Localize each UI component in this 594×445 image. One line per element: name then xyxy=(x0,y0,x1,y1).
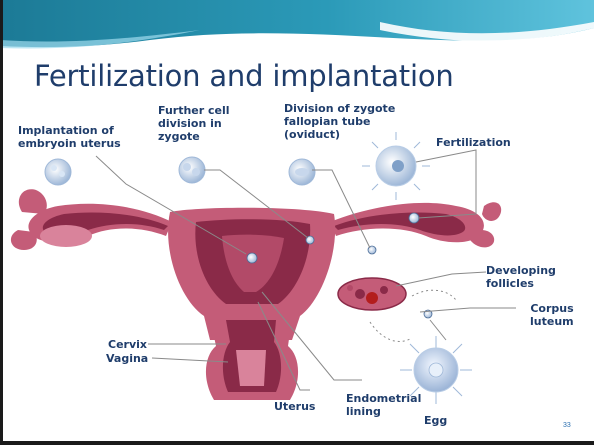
label-vagina: Vagina xyxy=(106,352,148,365)
label-uterus: Uterus xyxy=(274,400,315,413)
embryo-stage-icon xyxy=(45,159,71,185)
morula-stage-icon xyxy=(179,157,205,183)
label-developing-follicles: Developingfollicles xyxy=(486,264,556,290)
left-fallopian-tube xyxy=(11,189,172,250)
label-cervix: Cervix xyxy=(108,338,147,351)
right-ovary xyxy=(338,278,406,310)
label-corpus-luteum: Corpusluteum xyxy=(530,302,574,328)
label-egg: Egg xyxy=(424,414,447,427)
cervix-vagina xyxy=(206,318,298,400)
label-endometrial-lining: Endometriallining xyxy=(346,392,421,418)
label-zygote-division: Division of zygotefallopian tube(oviduct… xyxy=(284,102,395,141)
page-number: 33 xyxy=(563,422,571,429)
zygote-stage-icon xyxy=(289,159,315,185)
label-fertilization: Fertilization xyxy=(436,136,511,149)
label-further-cell-division: Further celldivision inzygote xyxy=(158,104,230,143)
label-implantation: Implantation ofembryoin uterus xyxy=(18,124,121,150)
fertilization-icon xyxy=(362,132,430,200)
